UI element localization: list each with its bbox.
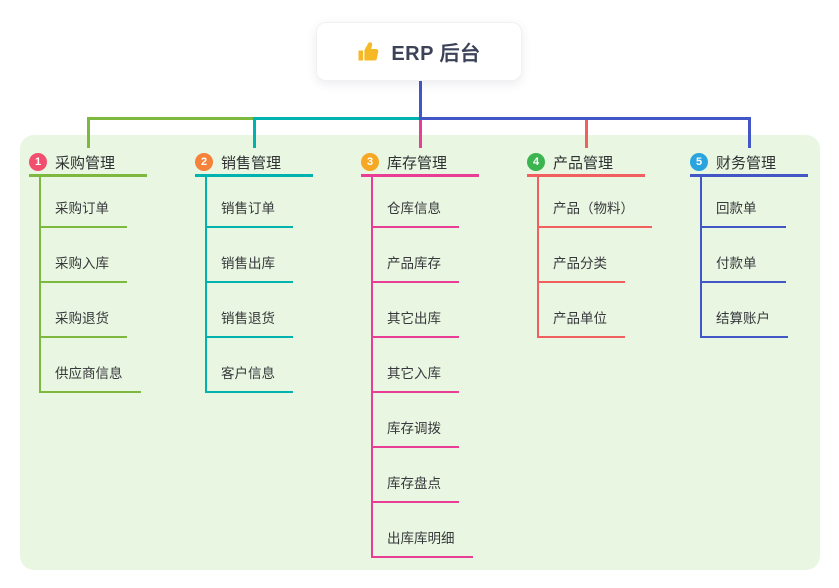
child-node[interactable]: 库存盘点: [371, 448, 459, 503]
child-label: 库存盘点: [387, 476, 441, 491]
branch-children: 仓库信息 产品库存 其它出库 其它入库 库存调拨 库存盘点 出库库明细: [371, 177, 479, 558]
branch-children: 产品（物料） 产品分类 产品单位: [537, 177, 652, 338]
child-node[interactable]: 供应商信息: [39, 338, 141, 393]
child-node[interactable]: 客户信息: [205, 338, 293, 393]
child-label: 回款单: [716, 201, 757, 216]
trunk-line: [419, 81, 422, 120]
child-label: 付款单: [716, 256, 757, 271]
child-label: 仓库信息: [387, 201, 441, 216]
branch-1: 1 采购管理 采购订单 采购入库 采购退货 供应商信息: [29, 150, 147, 393]
branch-node[interactable]: 3 库存管理: [361, 150, 479, 177]
drop-line-5: [748, 117, 751, 148]
child-label: 供应商信息: [55, 366, 123, 381]
branch-children: 回款单 付款单 结算账户: [700, 177, 808, 338]
child-node[interactable]: 回款单: [700, 177, 786, 228]
branch-label: 库存管理: [387, 154, 448, 172]
branch-number-badge: 4: [527, 153, 545, 171]
branch-2: 2 销售管理 销售订单 销售出库 销售退货 客户信息: [195, 150, 313, 393]
child-node[interactable]: 结算账户: [700, 283, 788, 338]
drop-line-3: [419, 117, 422, 148]
child-node[interactable]: 产品单位: [537, 283, 625, 338]
child-label: 销售订单: [221, 201, 275, 216]
child-node[interactable]: 产品库存: [371, 228, 459, 283]
child-label: 产品库存: [387, 256, 441, 271]
child-node[interactable]: 采购订单: [39, 177, 127, 228]
child-label: 采购订单: [55, 201, 109, 216]
branch-4: 4 产品管理 产品（物料） 产品分类 产品单位: [527, 150, 652, 338]
branch-label: 销售管理: [221, 154, 282, 172]
branch-number-badge: 1: [29, 153, 47, 171]
child-node[interactable]: 产品（物料）: [537, 177, 652, 228]
bus-mid-line: [253, 117, 419, 120]
child-node[interactable]: 付款单: [700, 228, 786, 283]
branches-panel: [20, 135, 820, 570]
child-label: 产品分类: [553, 256, 607, 271]
branch-children: 销售订单 销售出库 销售退货 客户信息: [205, 177, 313, 393]
child-node[interactable]: 库存调拨: [371, 393, 459, 448]
branch-label: 产品管理: [553, 154, 614, 172]
branch-node[interactable]: 5 财务管理: [690, 150, 808, 177]
child-label: 结算账户: [716, 311, 770, 326]
child-label: 库存调拨: [387, 421, 441, 436]
child-node[interactable]: 采购退货: [39, 283, 127, 338]
child-label: 销售退货: [221, 311, 275, 326]
child-label: 出库库明细: [387, 531, 455, 546]
child-node[interactable]: 销售订单: [205, 177, 293, 228]
branch-5: 5 财务管理 回款单 付款单 结算账户: [690, 150, 808, 338]
bus-right-line: [419, 117, 750, 120]
child-label: 采购入库: [55, 256, 109, 271]
branch-label: 采购管理: [55, 154, 116, 172]
branch-number-badge: 3: [361, 153, 379, 171]
drop-line-4: [585, 117, 588, 148]
child-node[interactable]: 销售退货: [205, 283, 293, 338]
child-node[interactable]: 其它出库: [371, 283, 459, 338]
branch-3: 3 库存管理 仓库信息 产品库存 其它出库 其它入库 库存调拨 库存盘点 出库库…: [361, 150, 479, 558]
child-node[interactable]: 销售出库: [205, 228, 293, 283]
child-label: 采购退货: [55, 311, 109, 326]
child-node[interactable]: 仓库信息: [371, 177, 459, 228]
bus-left-line: [87, 117, 253, 120]
branch-number-badge: 5: [690, 153, 708, 171]
child-label: 其它入库: [387, 366, 441, 381]
branch-number-badge: 2: [195, 153, 213, 171]
branch-node[interactable]: 1 采购管理: [29, 150, 147, 177]
child-label: 客户信息: [221, 366, 275, 381]
child-node[interactable]: 采购入库: [39, 228, 127, 283]
branch-node[interactable]: 4 产品管理: [527, 150, 645, 177]
child-node[interactable]: 其它入库: [371, 338, 459, 393]
child-label: 产品单位: [553, 311, 607, 326]
thumbs-up-icon: [357, 40, 381, 64]
child-node[interactable]: 产品分类: [537, 228, 625, 283]
drop-line-1: [87, 117, 90, 148]
branch-node[interactable]: 2 销售管理: [195, 150, 313, 177]
child-label: 其它出库: [387, 311, 441, 326]
root-node[interactable]: ERP 后台: [316, 22, 522, 81]
drop-line-2: [253, 117, 256, 148]
child-label: 销售出库: [221, 256, 275, 271]
branch-children: 采购订单 采购入库 采购退货 供应商信息: [39, 177, 147, 393]
branch-label: 财务管理: [716, 154, 777, 172]
child-label: 产品（物料）: [553, 201, 634, 216]
root-title: ERP 后台: [391, 43, 481, 65]
child-node[interactable]: 出库库明细: [371, 503, 473, 558]
